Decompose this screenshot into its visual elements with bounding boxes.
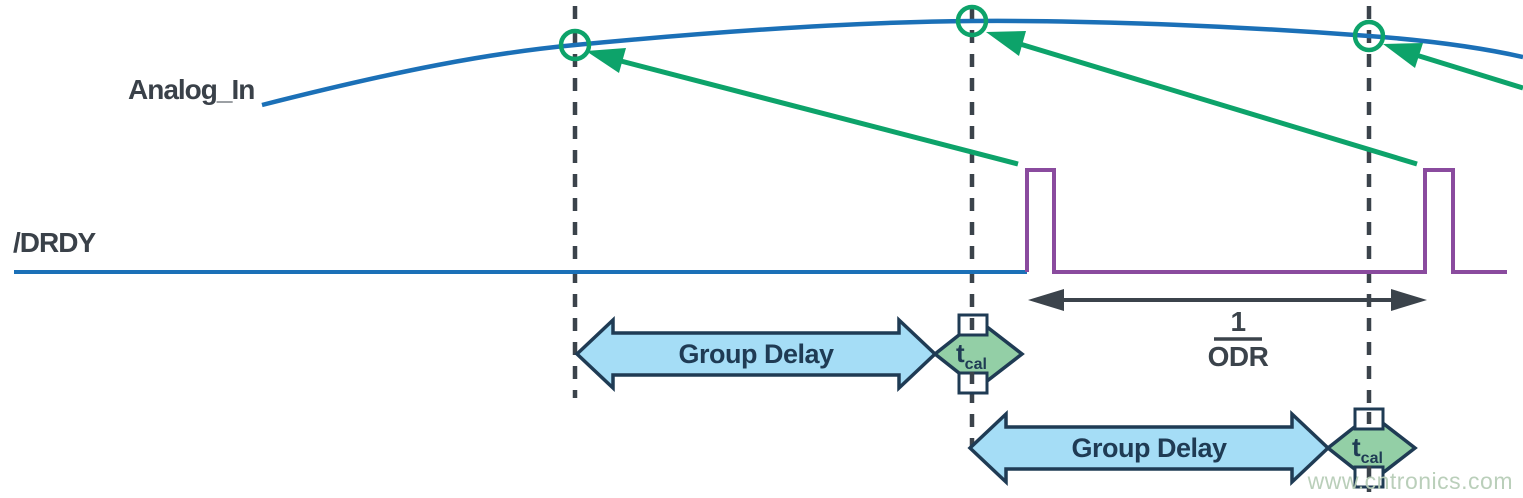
sample-circle-icon-2 [955, 4, 989, 38]
odr-span-arrowhead-right [1391, 289, 1427, 311]
drdy-trace-pulses [1025, 168, 1507, 274]
watermark-text: www.cntronics.com [1307, 468, 1513, 494]
tcal-marker-1: tcal [932, 313, 1025, 395]
analog-in-trace [261, 18, 1523, 108]
odr-fraction-denominator: ODR [1208, 341, 1269, 372]
odr-span-arrowhead-left [1028, 289, 1064, 311]
group-delay-arrow-1: Group Delay [574, 315, 938, 393]
sample-circle-icon-1 [558, 28, 592, 62]
odr-fraction-numerator: 1 [1230, 306, 1245, 337]
odr-span-arrow: 1 ODR [1028, 289, 1427, 372]
sample-transfer-arrows [586, 31, 1523, 167]
tcal-label-1: tcal [956, 338, 987, 373]
sample-point-circles [558, 4, 1386, 62]
group-delay-label-1: Group Delay [678, 339, 834, 369]
sample-arrow-icon-1 [586, 48, 1019, 167]
drdy-label: /DRDY [13, 227, 96, 258]
sample-arrow-icon-2 [986, 31, 1418, 167]
tcal-marker-2: tcal [1325, 407, 1418, 489]
tcal-label-2: tcal [1352, 432, 1383, 467]
group-delay-label-2: Group Delay [1071, 433, 1227, 463]
sample-circle-icon-3 [1352, 19, 1386, 53]
group-delay-arrow-2: Group Delay [967, 409, 1331, 487]
analog-in-label: Analog_In [128, 74, 254, 105]
sample-arrow-icon-3 [1383, 43, 1523, 91]
